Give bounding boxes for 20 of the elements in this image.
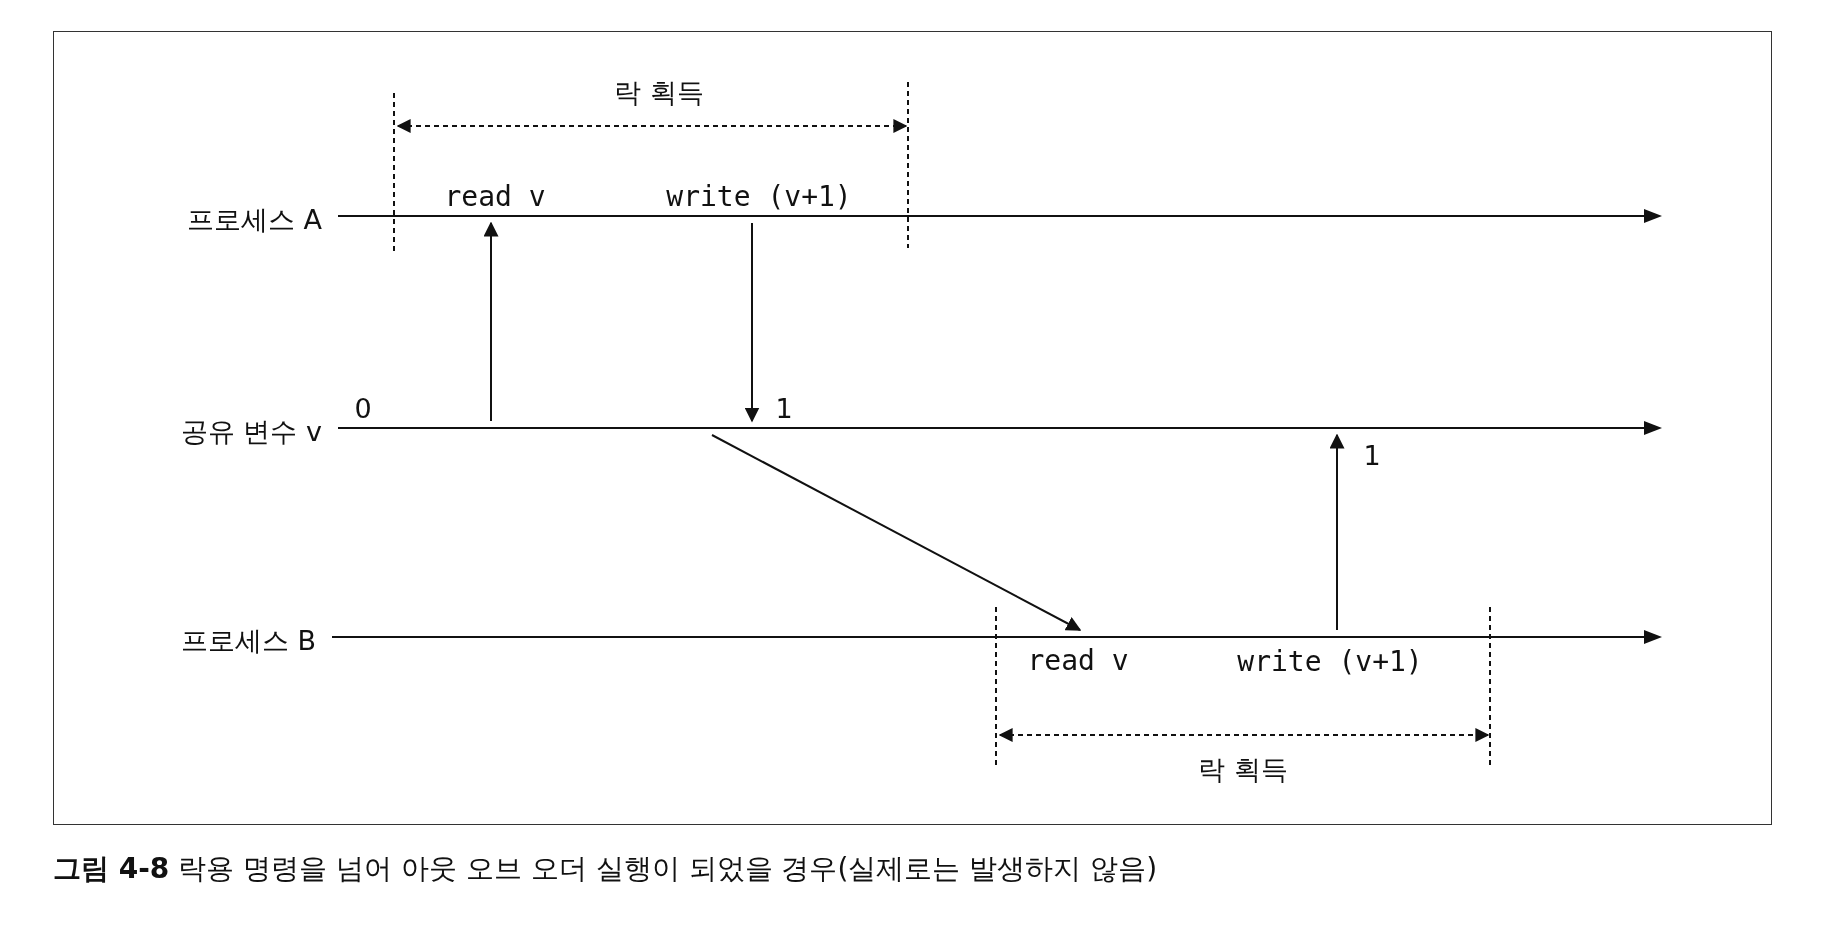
step-label: read v [1027, 643, 1129, 677]
annotation-label: 1 [1363, 439, 1381, 471]
arrow [483, 221, 499, 422]
timeline-arrow [338, 209, 1662, 223]
timeline-arrow [338, 421, 1662, 435]
timeline-label: 프로세스 B [180, 624, 316, 658]
arrow [711, 434, 1082, 631]
figure-caption: 그림 4-8 락용 명령을 넘어 아웃 오브 오더 실행이 되었을 경우(실제로는 발생하지 않음) [53, 851, 1158, 887]
arrow [1329, 433, 1345, 631]
timeline-label: 공유 변수 v [180, 415, 322, 449]
step-label: read v [444, 179, 546, 213]
step-label: write (v+1) [1237, 644, 1423, 678]
annotation-label: 1 [775, 392, 793, 424]
step-label: write (v+1) [666, 179, 852, 213]
annotation-label: 락 획득 [1198, 753, 1288, 787]
annotation-label: 0 [354, 392, 372, 424]
timeline-arrow [332, 630, 1662, 644]
annotation-label: 락 획득 [614, 76, 704, 110]
arrow [744, 222, 760, 423]
timeline-label: 프로세스 A [186, 203, 322, 237]
